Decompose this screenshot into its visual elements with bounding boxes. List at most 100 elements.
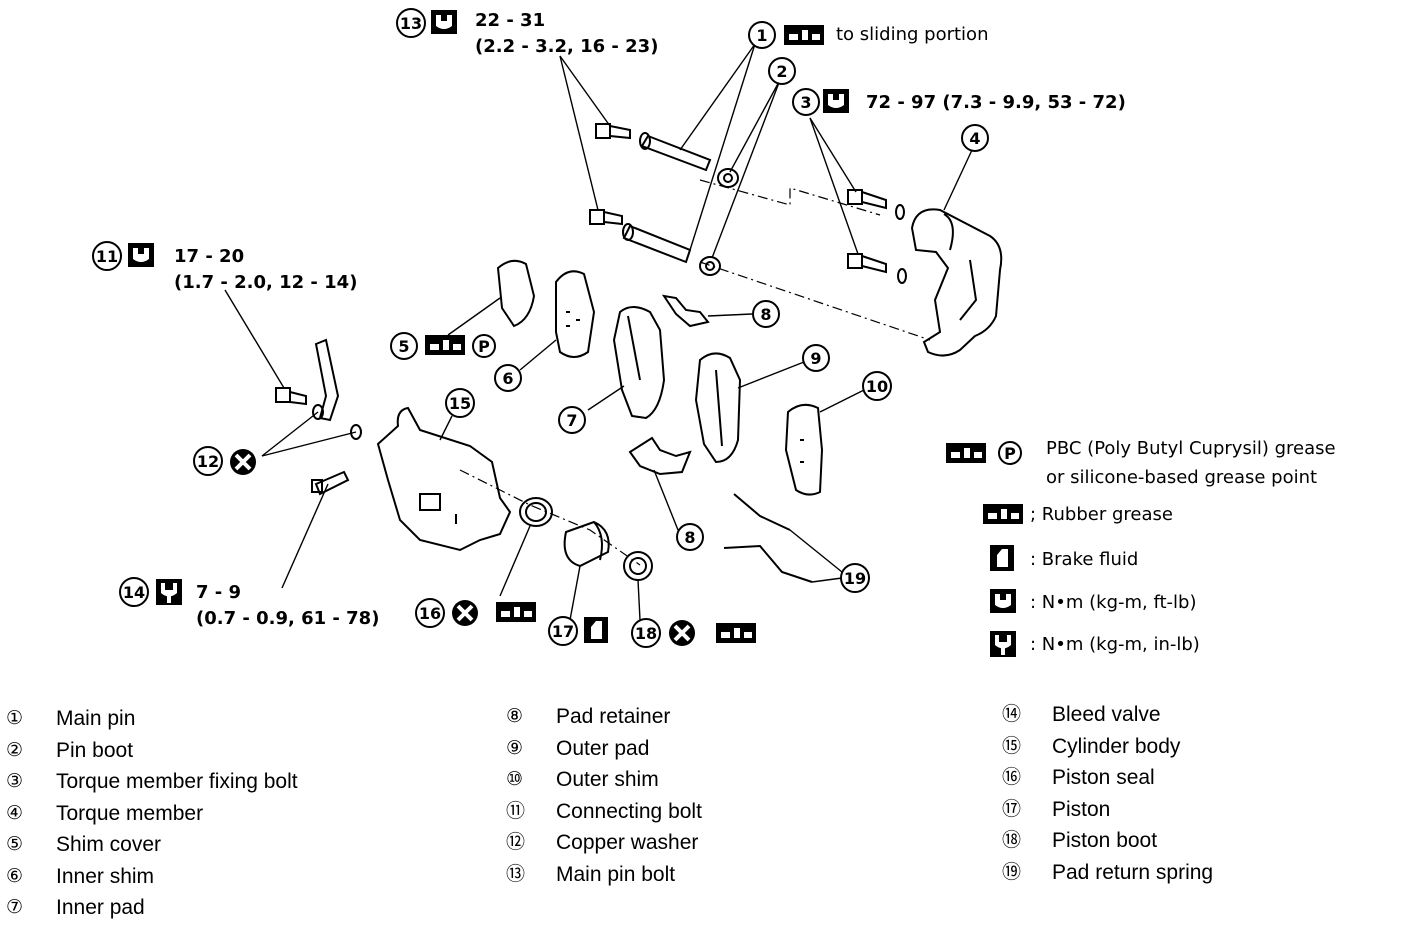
svg-text:13: 13 [400, 14, 422, 33]
assembly-centerline [699, 179, 881, 216]
rubber-grease-icon [496, 602, 536, 622]
connecting-bolt [275, 387, 307, 406]
piston [563, 520, 610, 568]
svg-text:18: 18 [635, 624, 657, 643]
do-not-reuse-icon [450, 598, 480, 628]
outer-shim [784, 403, 824, 496]
copper-washer [312, 404, 362, 440]
legend-pbc-text: PBC (Poly Butyl Cuprysil) grease [1046, 438, 1336, 459]
shim-cover [496, 259, 536, 328]
svg-text:15: 15 [449, 394, 471, 413]
inner-shim [555, 270, 596, 358]
pbc-grease-icon [472, 334, 496, 358]
piston-seal [519, 497, 553, 527]
callout-15: 15 [445, 388, 475, 418]
main-pin [622, 132, 712, 264]
callout-10: 10 [862, 371, 892, 401]
callout-7: 7 [558, 406, 586, 434]
svg-text:9: 9 [810, 349, 821, 368]
legend-rubber-grease: ; Rubber grease [1030, 504, 1173, 525]
callout-11: 11 [92, 241, 122, 271]
torque-spec-11: 17 - 20 [174, 246, 244, 267]
callout-17: 17 [548, 616, 578, 646]
svg-text:2: 2 [776, 62, 787, 81]
torque-spec-3: 72 - 97 (7.3 - 9.9, 53 - 72) [866, 92, 1126, 113]
torque-spec-14-sub: (0.7 - 0.9, 61 - 78) [196, 608, 379, 629]
torque-spec-13: 22 - 31 [475, 10, 545, 31]
rubber-grease-icon [784, 25, 824, 45]
brake-fluid-icon [584, 617, 608, 643]
callout-3: 3 [792, 88, 820, 116]
callout-12: 12 [193, 446, 223, 476]
callout-8-upper: 8 [752, 300, 780, 328]
outer-pad [694, 352, 742, 464]
pad-retainer [628, 436, 692, 476]
torque-wrench-icon [128, 243, 154, 267]
brake-fluid-icon [990, 545, 1014, 571]
cylinder-body [376, 406, 512, 552]
callout-19: 19 [840, 563, 870, 593]
callout-18: 18 [631, 618, 661, 648]
svg-text:4: 4 [969, 129, 980, 148]
svg-text:12: 12 [197, 452, 219, 471]
svg-text:6: 6 [502, 369, 513, 388]
torque-wrench-inlb-icon [990, 631, 1016, 657]
torque-spec-13-sub: (2.2 - 3.2, 16 - 23) [475, 36, 658, 57]
inner-pad [612, 306, 666, 420]
rubber-grease-icon [946, 443, 986, 463]
svg-text:7: 7 [566, 411, 577, 430]
callout-16: 16 [415, 598, 445, 628]
leader-lines [224, 43, 973, 621]
pad-retainer [661, 294, 710, 328]
svg-text:16: 16 [419, 604, 441, 623]
assembly-centerline [699, 261, 931, 341]
torque-wrench-icon [990, 589, 1016, 613]
legend-torque-ftlb: : N•m (kg-m, ft-lb) [1030, 592, 1197, 613]
pbc-grease-icon [998, 441, 1022, 465]
torque-wrench-inlb-icon [156, 579, 182, 605]
legend-torque-inlb: : N•m (kg-m, in-lb) [1030, 634, 1200, 655]
pin-boot [699, 168, 739, 276]
svg-text:10: 10 [866, 377, 888, 396]
callout-13: 13 [396, 8, 426, 38]
torque-spec-11-sub: (1.7 - 2.0, 12 - 14) [174, 272, 357, 293]
rubber-grease-icon [983, 504, 1023, 524]
do-not-reuse-icon [228, 447, 258, 477]
svg-text:8: 8 [684, 528, 695, 547]
main-pin-grease-note: to sliding portion [836, 24, 988, 45]
svg-text:5: 5 [398, 337, 409, 356]
callout-9: 9 [802, 344, 830, 372]
callout-2: 2 [768, 57, 796, 85]
brake-hose [314, 338, 340, 422]
legend-brake-fluid: : Brake fluid [1030, 549, 1138, 570]
callout-4: 4 [961, 124, 989, 152]
svg-text:8: 8 [760, 305, 771, 324]
torque-spec-14: 7 - 9 [196, 582, 241, 603]
rubber-grease-icon [716, 623, 756, 643]
svg-text:17: 17 [552, 622, 574, 641]
callout-14: 14 [119, 577, 149, 607]
torque-wrench-icon [823, 89, 849, 113]
main-pin-bolt [589, 123, 631, 226]
torque-wrench-icon [431, 10, 457, 34]
svg-text:19: 19 [844, 569, 866, 588]
torque-member [910, 208, 1003, 357]
